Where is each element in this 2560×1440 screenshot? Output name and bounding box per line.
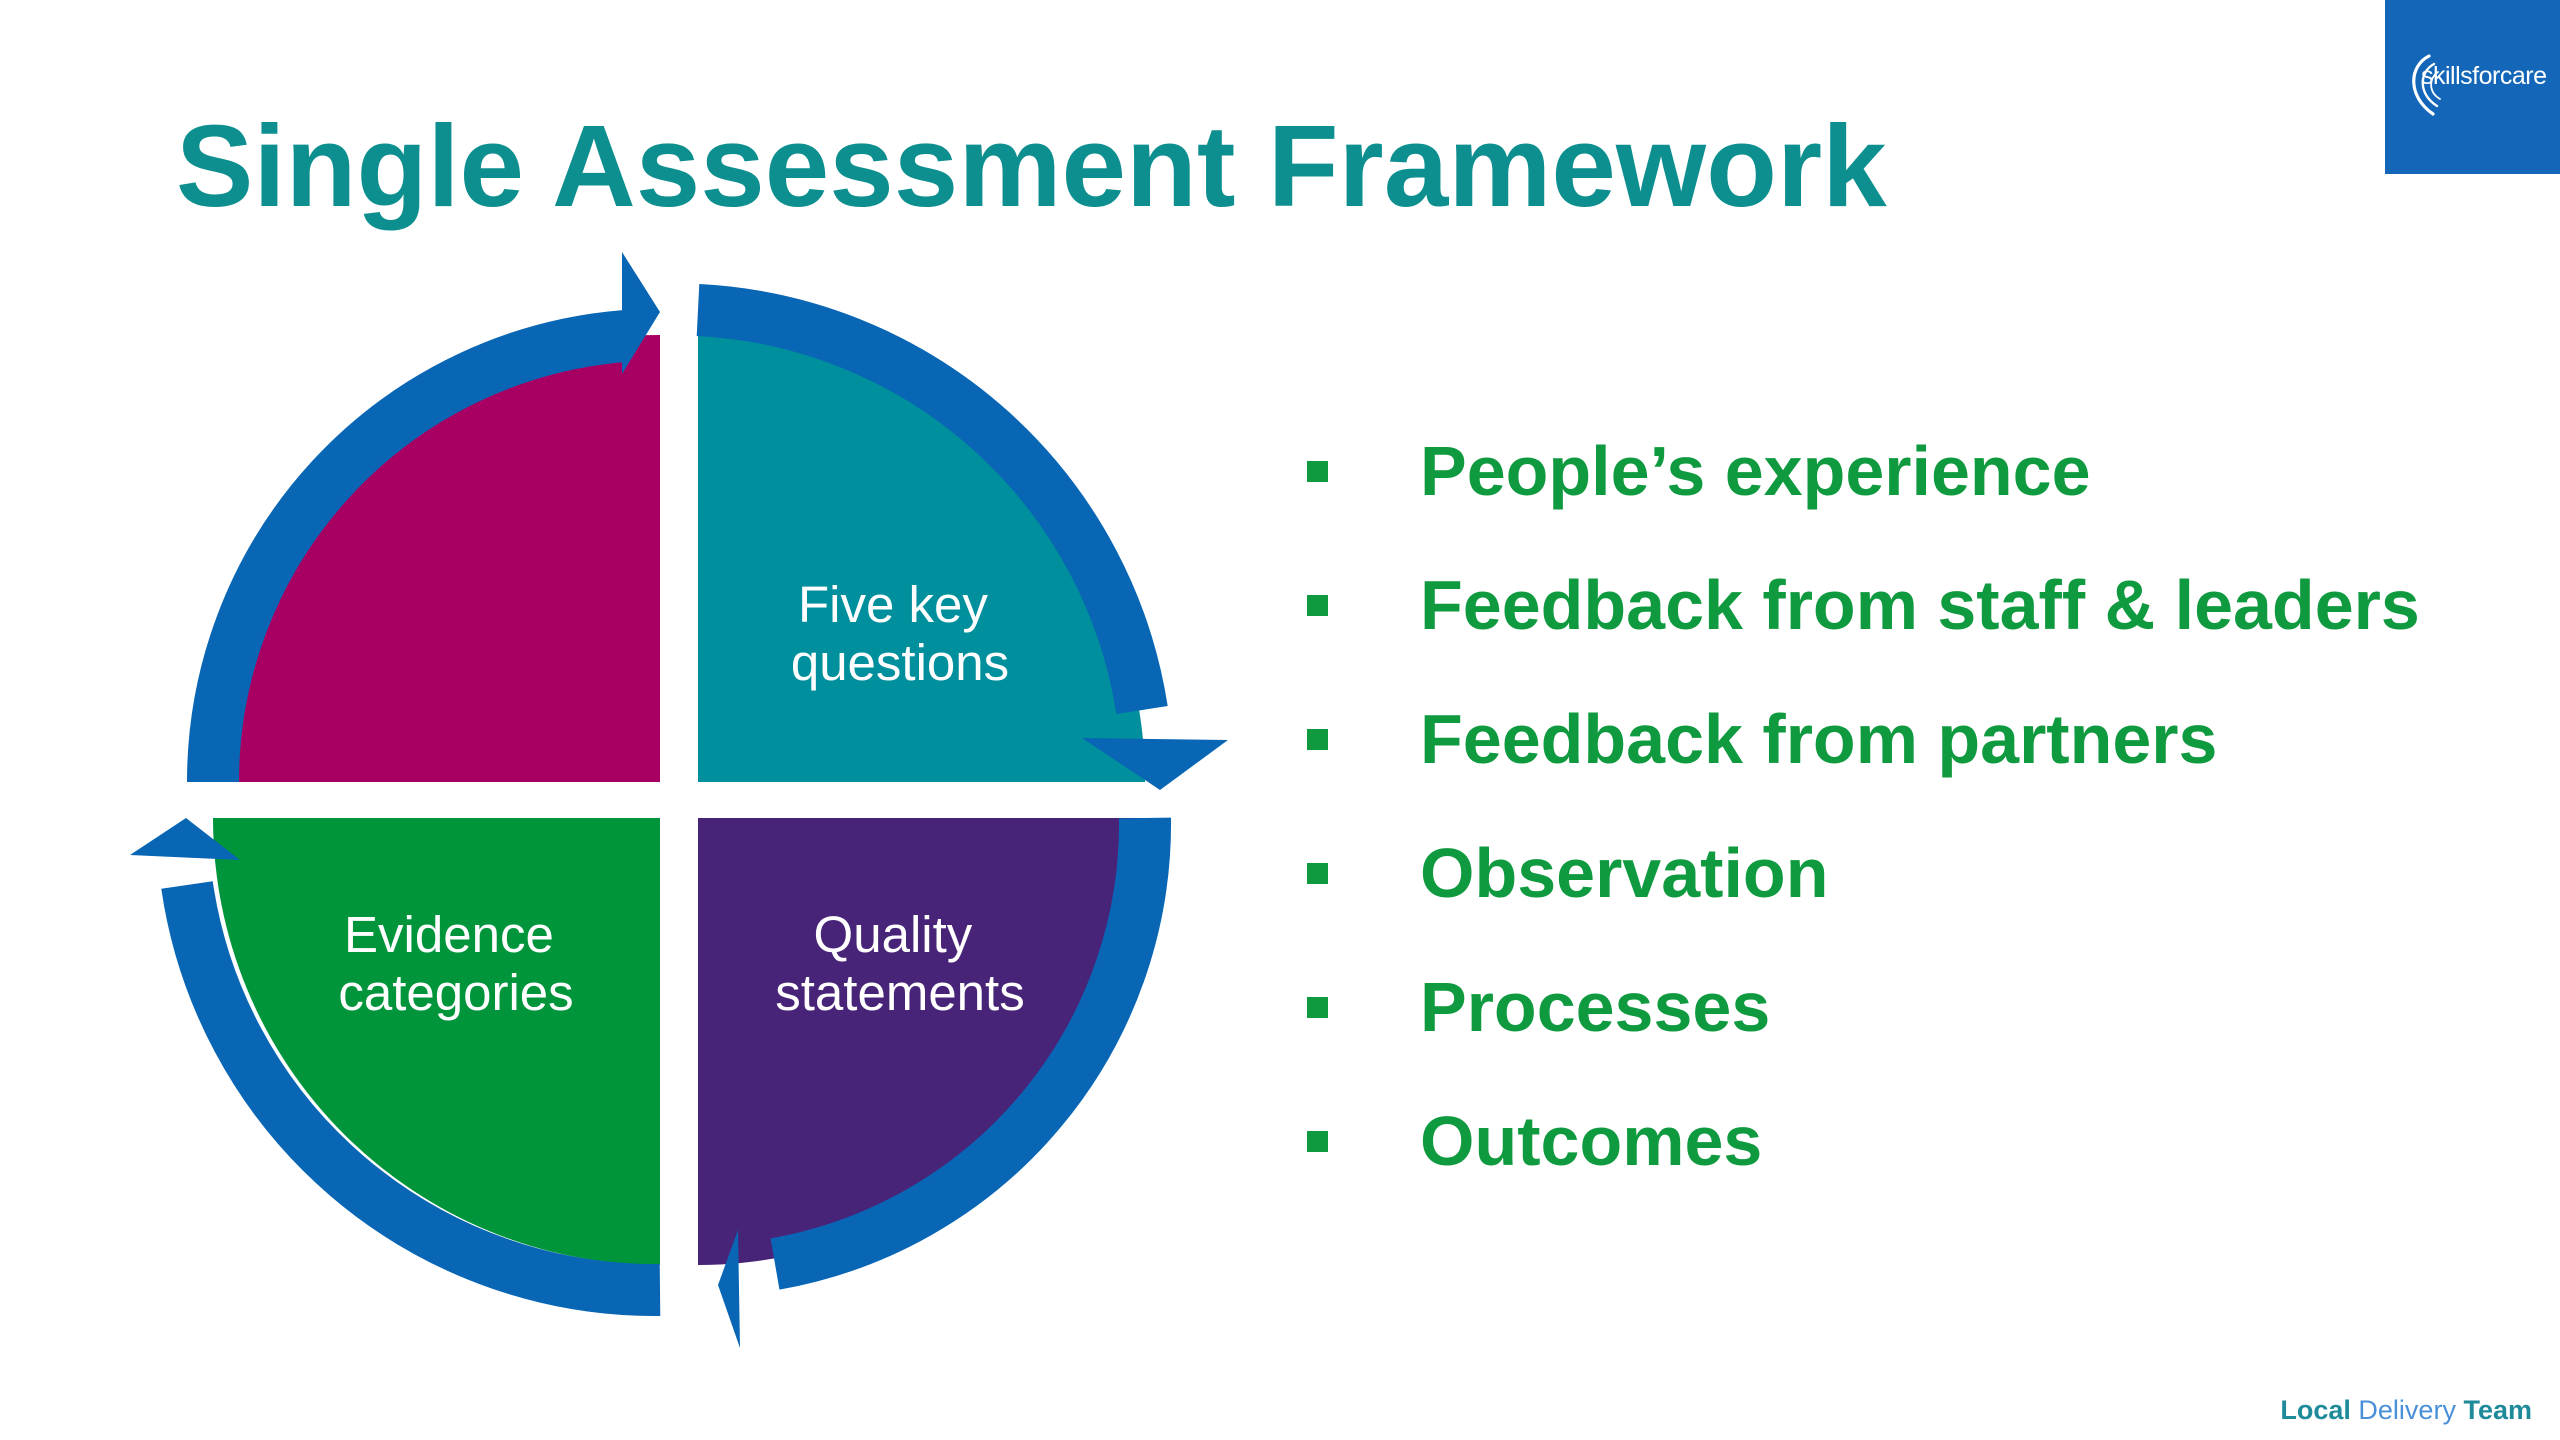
list-item: Feedback from partners bbox=[1300, 672, 2420, 806]
arrow-band-top-left bbox=[186, 310, 628, 783]
quadrant-label-top-right: Five key questions bbox=[791, 576, 1009, 691]
assessment-cycle-diagram: Five key questions Quality statements Ev… bbox=[130, 252, 1228, 1348]
list-item-text: People’s experience bbox=[1420, 432, 2091, 510]
arrow-band-bottom-right bbox=[770, 817, 1172, 1290]
quadrant-bottom-left bbox=[213, 818, 660, 1265]
list-item: Outcomes bbox=[1300, 1074, 2420, 1208]
slide-title: Single Assessment Framework bbox=[176, 101, 1887, 231]
quadrant-bottom-right bbox=[698, 818, 1145, 1265]
list-item-text: Feedback from staff & leaders bbox=[1420, 566, 2420, 644]
arrow-band-bottom-left bbox=[161, 881, 661, 1317]
skills-for-care-logo: skillsforcare bbox=[2385, 0, 2560, 174]
arrow-head-bottom-right-icon bbox=[718, 1230, 740, 1348]
list-item-text: Feedback from partners bbox=[1420, 700, 2218, 778]
list-item-text: Outcomes bbox=[1420, 1102, 1763, 1180]
square-bullet-icon bbox=[1307, 728, 1328, 750]
list-item-text: Processes bbox=[1420, 968, 1771, 1046]
evidence-list: People’s experience Feedback from staff … bbox=[1300, 404, 2420, 1208]
list-item-text: Observation bbox=[1420, 834, 1829, 912]
quadrant-top-left bbox=[213, 335, 660, 782]
list-item: Processes bbox=[1300, 940, 2420, 1074]
list-item: Observation bbox=[1300, 806, 2420, 940]
quadrant-label-bottom-right: Quality statements bbox=[775, 906, 1024, 1021]
square-bullet-icon bbox=[1307, 1130, 1328, 1152]
quadrant-top-right bbox=[698, 335, 1145, 782]
footer-word-delivery: Delivery bbox=[2358, 1395, 2456, 1425]
list-item: People’s experience bbox=[1300, 404, 2420, 538]
list-item: Feedback from staff & leaders bbox=[1300, 538, 2420, 672]
arrow-head-top-right-icon bbox=[1082, 738, 1228, 790]
arrow-head-top-left-icon bbox=[622, 252, 660, 374]
logo-swoosh-icon bbox=[2412, 54, 2441, 116]
footer-word-local: Local bbox=[2280, 1395, 2351, 1425]
footer-team-label: Local Delivery Team bbox=[2280, 1395, 2532, 1426]
square-bullet-icon bbox=[1307, 460, 1328, 482]
footer-word-team: Team bbox=[2463, 1395, 2532, 1425]
square-bullet-icon bbox=[1307, 862, 1328, 884]
logo-text: skillsforcare bbox=[2421, 62, 2547, 90]
arrow-head-bottom-left-icon bbox=[130, 818, 240, 860]
square-bullet-icon bbox=[1307, 594, 1328, 616]
arrow-band-top-right bbox=[696, 284, 1168, 714]
square-bullet-icon bbox=[1307, 996, 1328, 1018]
quadrant-label-bottom-left: Evidence categories bbox=[338, 906, 573, 1021]
